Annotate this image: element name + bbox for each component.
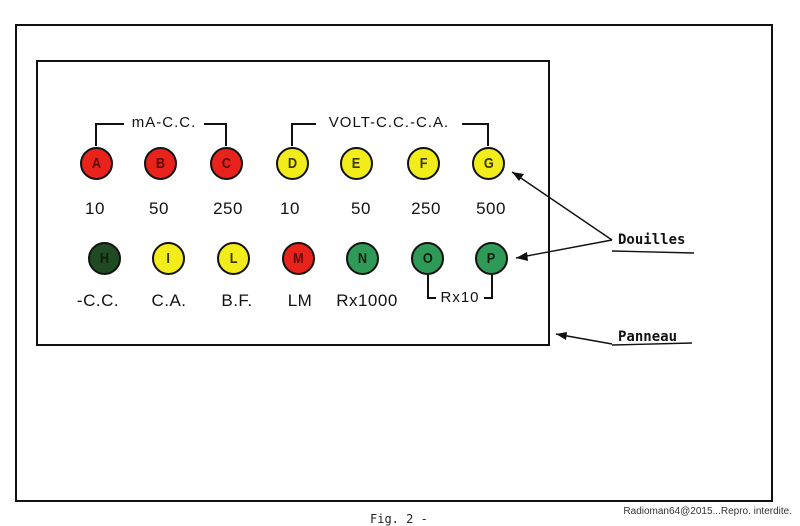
rx10-bracket-right xyxy=(484,275,493,299)
panneau-arrowhead xyxy=(556,332,567,340)
douilles-arrow-p xyxy=(515,239,613,259)
rx10-bracket xyxy=(427,275,436,299)
volt-bracket xyxy=(291,123,316,146)
label-l: B.F. xyxy=(221,291,253,310)
callout-douilles: Douilles xyxy=(618,232,686,248)
group-label-ma: mA-C.C. xyxy=(129,114,199,131)
value-b: 50 xyxy=(149,199,169,218)
socket-p[interactable]: P xyxy=(475,242,508,275)
socket-c[interactable]: C xyxy=(210,147,243,180)
label-h: -C.C. xyxy=(76,291,120,310)
value-e: 50 xyxy=(351,199,371,218)
socket-h[interactable]: H xyxy=(88,242,121,275)
figure-caption: Fig. 2 - xyxy=(370,512,428,526)
volt-bracket-right xyxy=(462,123,489,146)
value-f: 250 xyxy=(411,199,441,218)
douilles-arrowhead-p xyxy=(516,252,528,261)
callout-panneau: Panneau xyxy=(618,329,678,345)
socket-l[interactable]: L xyxy=(217,242,250,275)
socket-m[interactable]: M xyxy=(282,242,315,275)
outer-frame xyxy=(15,24,773,502)
socket-e[interactable]: E xyxy=(340,147,373,180)
watermark: Radioman64@2015...Repro. interdite. xyxy=(623,506,792,517)
ma-bracket-right xyxy=(204,123,227,146)
douilles-arrowhead-g xyxy=(512,172,524,181)
socket-n[interactable]: N xyxy=(346,242,379,275)
douilles-arrow-g xyxy=(511,171,613,241)
value-a: 10 xyxy=(85,199,105,218)
label-i: C.A. xyxy=(151,291,187,310)
ma-bracket xyxy=(95,123,124,146)
value-c: 250 xyxy=(213,199,243,218)
socket-d[interactable]: D xyxy=(276,147,309,180)
group-label-volt: VOLT-C.C.-C.A. xyxy=(326,114,452,131)
value-d: 10 xyxy=(280,199,300,218)
douilles-underline xyxy=(611,250,695,254)
socket-a[interactable]: A xyxy=(80,147,113,180)
label-m: LM xyxy=(287,291,313,310)
socket-o[interactable]: O xyxy=(411,242,444,275)
group-label-rx10: Rx10 xyxy=(438,289,482,306)
socket-i[interactable]: I xyxy=(152,242,185,275)
panneau-underline xyxy=(611,342,693,346)
label-n: Rx1000 xyxy=(336,291,398,310)
value-g: 500 xyxy=(476,199,506,218)
socket-g[interactable]: G xyxy=(472,147,505,180)
socket-f[interactable]: F xyxy=(407,147,440,180)
panel xyxy=(36,60,550,346)
socket-b[interactable]: B xyxy=(144,147,177,180)
